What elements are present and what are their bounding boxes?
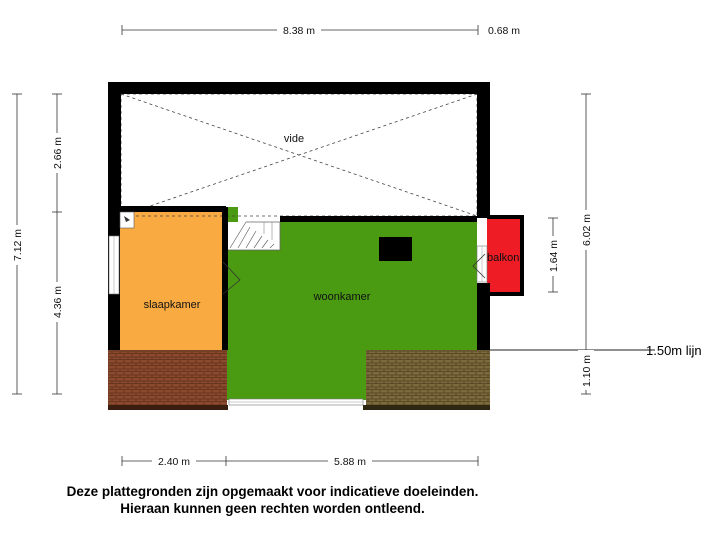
disclaimer-line-1: Deze plattegronden zijn opgemaakt voor i… — [66, 484, 479, 499]
dim-bottom-left: 2.40 m — [158, 456, 190, 468]
dim-top-balcony: 0.68 m — [488, 25, 520, 37]
room-label-woonkamer: woonkamer — [313, 291, 371, 303]
stair — [228, 221, 281, 251]
vide-label-bg — [278, 131, 310, 145]
room-label-vide: vide — [284, 133, 304, 145]
furniture-block — [379, 237, 412, 261]
dim-top-main: 8.38 m — [283, 25, 315, 37]
dimension-label-bgs — [9, 23, 594, 468]
dim-left-lower: 4.36 m — [52, 286, 64, 318]
roof-tiles-left — [108, 350, 227, 410]
line-label: 1.50m lijn — [646, 343, 702, 358]
windows — [108, 211, 488, 406]
dim-bottom-right: 5.88 m — [334, 456, 366, 468]
dim-right-total: 6.02 m — [581, 214, 593, 246]
roof-tiles-right — [366, 350, 490, 410]
room-label-balkon: balkon — [487, 252, 519, 264]
disclaimer-line-2: Hieraan kunnen geen rechten worden ontle… — [120, 501, 425, 516]
vide-cross — [120, 93, 478, 217]
bottom-wall-left — [108, 405, 228, 410]
dim-right-balcony: 1.64 m — [548, 240, 560, 272]
balkon-floor — [487, 218, 521, 293]
doors — [222, 253, 486, 295]
room-label-slaapkamer: slaapkamer — [144, 299, 201, 311]
woonkamer-floor — [226, 207, 477, 400]
dim-right-lower: 1.10 m — [581, 355, 593, 387]
walls — [108, 82, 524, 350]
slaapkamer-floor — [120, 212, 223, 350]
dim-left-total: 7.12 m — [12, 229, 24, 261]
dim-left-upper: 2.66 m — [52, 137, 64, 169]
bottom-wall-right — [363, 405, 490, 410]
